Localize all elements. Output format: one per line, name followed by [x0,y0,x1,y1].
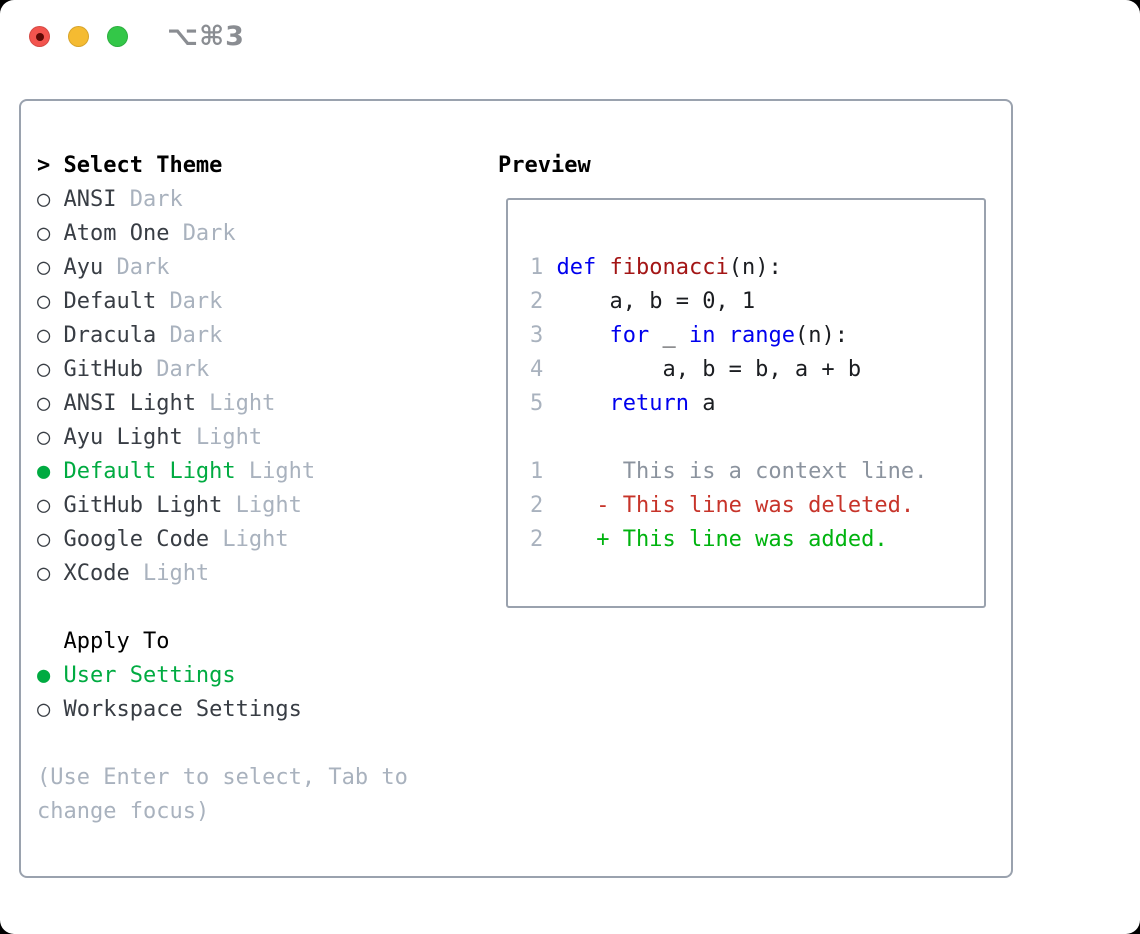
apply-to-option-label: Workspace Settings [63,697,302,722]
apply-to-option[interactable]: ● User Settings [37,659,481,693]
help-text: (Use Enter to select, Tab to change focu… [37,765,408,824]
theme-option[interactable]: ○ Atom One Dark [37,217,481,251]
code-line: 2 - This line was deleted. [530,493,915,518]
theme-variant-tag: Light [235,493,302,518]
theme-variant-tag: Dark [169,323,223,348]
minimize-button[interactable] [68,26,89,47]
theme-option-label: ANSI [63,187,117,212]
theme-variant-tag: Light [209,391,276,416]
theme-option-label: ANSI Light [63,391,196,416]
theme-option[interactable]: ● Default Light Light [37,455,481,489]
code-line: 4 a, b = b, a + b [530,357,862,382]
code-line: 5 return a [530,391,716,416]
radio-icon: ○ [37,357,51,382]
preview-title: Preview [498,153,591,178]
radio-icon: ○ [37,493,51,518]
code-line [530,421,984,455]
theme-variant-tag: Dark [169,289,223,314]
radio-icon: ○ [37,221,51,246]
zoom-button[interactable] [107,26,128,47]
theme-option[interactable]: ○ ANSI Light Light [37,387,481,421]
theme-option-label: Atom One [63,221,170,246]
theme-option-label: GitHub Light [63,493,223,518]
code-line: 2 a, b = 0, 1 [530,289,756,314]
spacer [37,727,481,761]
radio-icon: ○ [37,561,51,586]
theme-variant-tag: Dark [182,221,236,246]
apply-to-header: Apply To [37,625,481,659]
radio-icon: ○ [37,289,51,314]
apply-to-title: Apply To [63,629,170,654]
radio-icon: ○ [37,425,51,450]
close-button[interactable] [29,26,50,47]
theme-option-label: Dracula [63,323,157,348]
theme-variant-tag: Light [142,561,210,586]
theme-option[interactable]: ○ Google Code Light [37,523,481,557]
radio-icon: ● [37,663,51,688]
window-title-shortcut: ⌥⌘3 [167,21,245,52]
theme-option-label: XCode [63,561,130,586]
select-theme-header: > Select Theme [37,149,481,183]
apply-to-option[interactable]: ○ Workspace Settings [37,693,481,727]
code-line: 2 + This line was added. [530,527,888,552]
theme-variant-tag: Dark [156,357,210,382]
theme-option[interactable]: ○ ANSI Dark [37,183,481,217]
theme-variant-tag: Dark [116,255,170,280]
code-line: 1 This is a context line. [530,459,928,484]
theme-option-label: Ayu [63,255,104,280]
theme-variant-tag: Light [248,459,316,484]
apply-to-option-label: User Settings [63,663,236,688]
spacer [37,591,481,625]
select-theme-title: Select Theme [63,153,223,178]
theme-variant-tag: Dark [129,187,183,212]
theme-option[interactable]: ○ Ayu Light Light [37,421,481,455]
code-line: 1 def fibonacci(n): [530,255,782,280]
theme-variant-tag: Light [195,425,263,450]
theme-option-label: Default [63,289,157,314]
theme-option[interactable]: ○ Dracula Dark [37,319,481,353]
theme-option[interactable]: ○ GitHub Dark [37,353,481,387]
apply-to-list: ● User Settings ○ Workspace Settings [37,659,481,727]
window-controls [29,26,128,47]
theme-option-label: GitHub [63,357,143,382]
radio-icon: ○ [37,527,51,552]
radio-icon: ○ [37,391,51,416]
preview-code-box: 1 def fibonacci(n): 2 a, b = 0, 1 3 for … [506,198,986,608]
theme-option[interactable]: ○ Default Dark [37,285,481,319]
theme-option-label: Default Light [63,459,236,484]
prompt-caret-icon: > [37,153,51,178]
radio-icon: ● [37,459,51,484]
preview-column: Preview 1 def fibonacci(n): 2 a, b = 0, … [498,149,986,608]
theme-option[interactable]: ○ XCode Light [37,557,481,591]
radio-icon: ○ [37,255,51,280]
theme-option[interactable]: ○ GitHub Light Light [37,489,481,523]
radio-icon: ○ [37,697,51,722]
theme-option-label: Google Code [63,527,210,552]
unsaved-dot-icon [35,32,44,41]
theme-option-label: Ayu Light [63,425,183,450]
radio-icon: ○ [37,187,51,212]
theme-option[interactable]: ○ Ayu Dark [37,251,481,285]
code-line: 3 for _ in range(n): [530,323,848,348]
radio-icon: ○ [37,323,51,348]
theme-variant-tag: Light [222,527,289,552]
